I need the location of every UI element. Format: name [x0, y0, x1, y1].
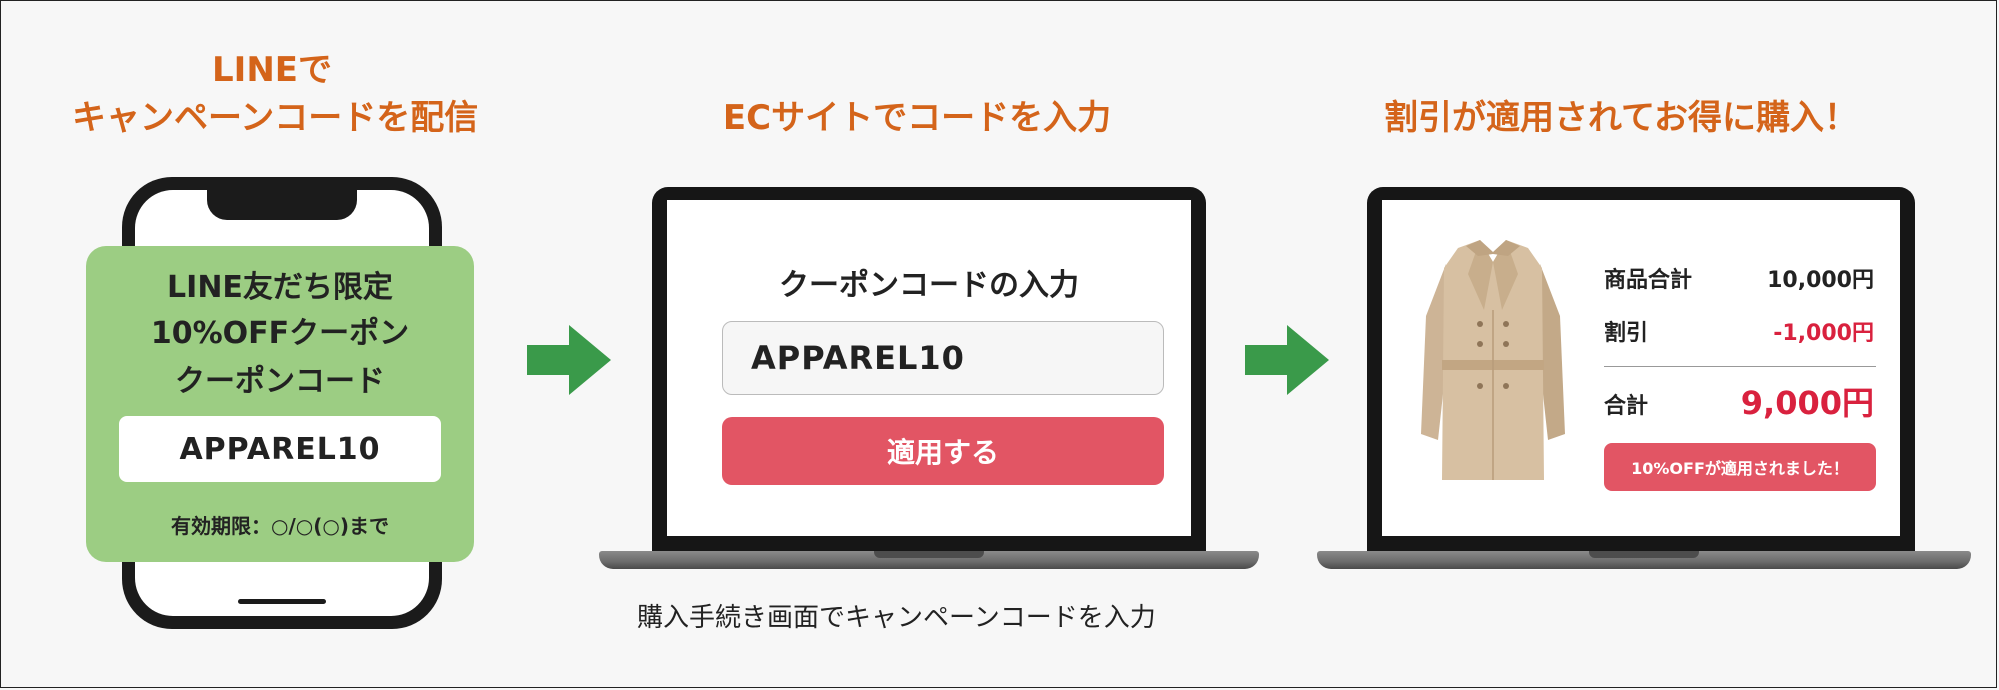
trench-coat-icon [1421, 240, 1565, 480]
laptop-base-notch [1589, 551, 1699, 558]
right-arrow-icon [1245, 325, 1329, 395]
step2-title: ECサイトでコードを入力 [722, 98, 1112, 138]
laptop-base [599, 551, 1259, 569]
right-arrow-icon [527, 325, 611, 395]
phone-home-bar [238, 599, 326, 604]
discount-applied-badge: 10%OFFが適用されました！ [1604, 443, 1876, 491]
coupon-audience: LINE友だち限定 [167, 270, 393, 305]
coupon-code: APPAREL10 [119, 416, 441, 482]
subtotal-label: 商品合計 [1604, 268, 1693, 293]
coupon-form-title: クーポンコードの入力 [779, 268, 1079, 303]
coupon-offer: 10%OFFクーポン [150, 316, 410, 351]
phone-notch [207, 190, 357, 220]
step3-title: 割引が適用されてお得に購入！ [1384, 98, 1858, 138]
coupon-code-input[interactable]: APPAREL10 [722, 321, 1164, 395]
summary-divider [1604, 366, 1876, 367]
laptop-base [1317, 551, 1971, 569]
laptop-base-notch [874, 551, 984, 558]
apply-button[interactable]: 適用する [722, 417, 1164, 485]
laptop-checkout: クーポンコードの入力 APPAREL10 適用する [652, 187, 1206, 551]
discount-label: 割引 [1604, 321, 1649, 346]
step1-title-line2: キャンペーンコードを配信 [72, 98, 479, 138]
summary-screen: 商品合計 10,000円 割引 -1,000円 合計 9,000円 10%OFF… [1382, 200, 1900, 536]
checkout-caption: 購入手続き画面でキャンペーンコードを入力 [637, 603, 1156, 633]
laptop-order-summary: 商品合計 10,000円 割引 -1,000円 合計 9,000円 10%OFF… [1367, 187, 1915, 551]
discount-value: -1,000円 [1773, 321, 1874, 346]
step1-title: LINEで キャンペーンコードを配信 [72, 46, 479, 142]
coupon-code-label: クーポンコード [175, 364, 385, 399]
total-value: 9,000円 [1740, 384, 1874, 422]
total-label: 合計 [1604, 394, 1649, 419]
step1-title-line1: LINEで [212, 50, 332, 90]
subtotal-value: 10,000円 [1767, 268, 1874, 293]
checkout-screen: クーポンコードの入力 APPAREL10 適用する [667, 200, 1191, 536]
coupon-expiry: 有効期限：○/○(○)まで [171, 514, 389, 538]
line-coupon-card: LINE友だち限定 10%OFFクーポン クーポンコード APPAREL10 有… [86, 246, 474, 562]
